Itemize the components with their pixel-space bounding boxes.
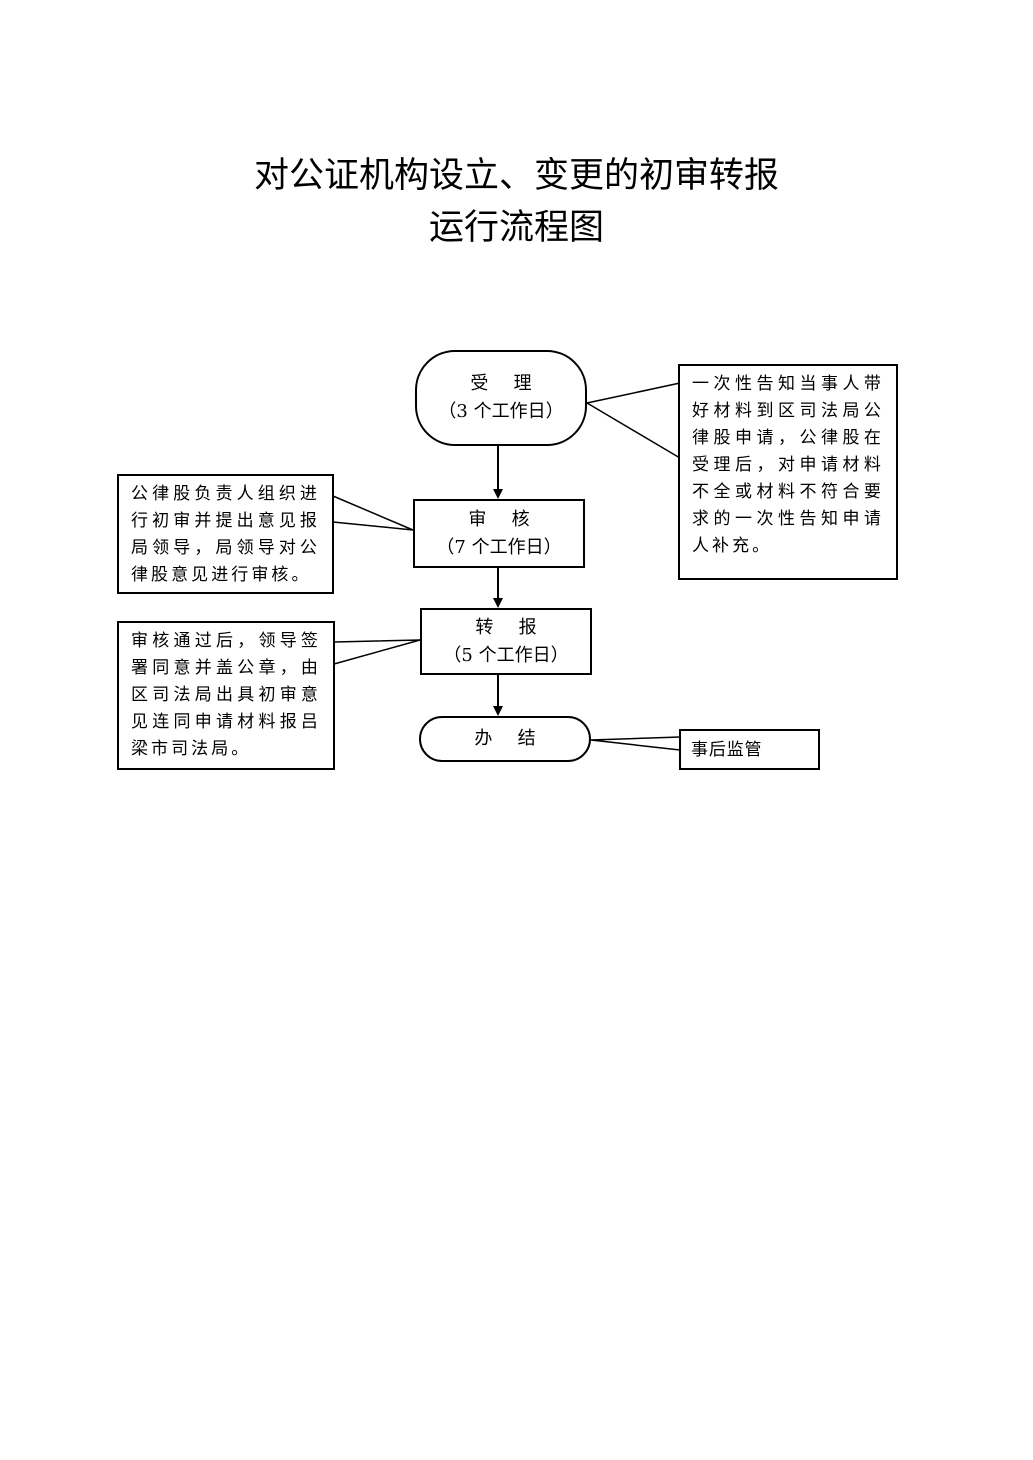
note-review: 公律股负责人组织进行初审并提出意见报局领导，局领导对公律股意见进行审核。	[117, 474, 334, 594]
step-accept: 受理 （3 个工作日）	[415, 350, 587, 446]
callout-report	[333, 639, 421, 665]
step-accept-name: 受理	[470, 373, 557, 394]
note-report: 审核通过后，领导签署同意并盖公章，由区司法局出具初审意见连同申请材料报吕梁市司法…	[117, 621, 335, 770]
note-accept: 一次性告知当事人带好材料到区司法局公律股申请，公律股在受理后，对申请材料不全或材…	[678, 364, 898, 580]
note-done: 事后监管	[679, 729, 820, 770]
callout-done	[590, 736, 681, 751]
step-review-duration: （7 个工作日）	[436, 536, 562, 558]
step-accept-duration: （3 个工作日）	[438, 401, 564, 422]
page-title: 对公证机构设立、变更的初审转报	[253, 156, 779, 196]
callout-review	[332, 495, 414, 531]
step-review-name: 审核	[468, 508, 555, 530]
step-done: 办结	[419, 716, 591, 762]
step-done-name: 办结	[474, 728, 561, 749]
step-report-duration: （5 个工作日）	[443, 644, 569, 666]
step-report: 转报 （5 个工作日）	[420, 608, 592, 675]
page-subtitle: 运行流程图	[428, 208, 604, 248]
step-report-name: 转报	[475, 616, 562, 638]
step-review: 审核 （7 个工作日）	[413, 499, 585, 568]
callout-accept	[584, 382, 681, 459]
